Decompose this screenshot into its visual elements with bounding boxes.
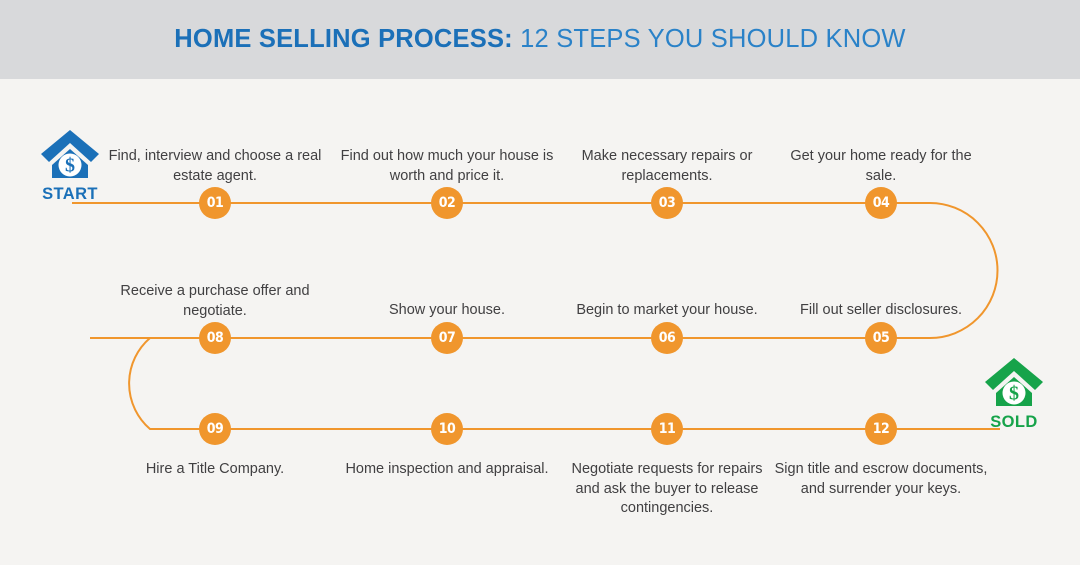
- step-caption-11: Negotiate requests for repairs and ask t…: [571, 461, 763, 516]
- house-dollar-icon: $: [41, 130, 99, 178]
- svg-text:$: $: [65, 155, 75, 177]
- step-caption-12: Sign title and escrow documents, and sur…: [774, 461, 988, 497]
- start-label: START: [42, 185, 98, 203]
- header-band: HOME SELLING PROCESS: 12 STEPS YOU SHOUL…: [0, 0, 1080, 79]
- step-caption-08: Receive a purchase offer and negotiate.: [120, 283, 310, 319]
- step-node-06[interactable]: 06: [651, 322, 683, 354]
- step-caption-04: Get your home ready for the sale.: [790, 148, 972, 184]
- step-node-01[interactable]: 01: [199, 187, 231, 219]
- step-node-05[interactable]: 05: [865, 322, 897, 354]
- step-caption-03: Make necessary repairs or replacements.: [581, 148, 753, 184]
- svg-text:$: $: [1009, 383, 1019, 405]
- step-node-03[interactable]: 03: [651, 187, 683, 219]
- sold-label: SOLD: [990, 413, 1038, 431]
- step-caption-10: Home inspection and appraisal.: [345, 461, 549, 477]
- page-title: HOME SELLING PROCESS: 12 STEPS YOU SHOUL…: [174, 25, 905, 54]
- step-node-09[interactable]: 09: [199, 413, 231, 445]
- step-node-11[interactable]: 11: [651, 413, 683, 445]
- title-light: 12 STEPS YOU SHOULD KNOW: [520, 25, 906, 53]
- step-caption-02: Find out how much your house is worth an…: [340, 148, 554, 184]
- step-node-02[interactable]: 02: [431, 187, 463, 219]
- sold-marker: $ SOLD: [971, 356, 1057, 432]
- step-caption-09: Hire a Title Company.: [145, 461, 285, 477]
- house-dollar-icon: $: [985, 358, 1043, 406]
- step-node-08[interactable]: 08: [199, 322, 231, 354]
- title-strong: HOME SELLING PROCESS:: [174, 25, 513, 53]
- step-caption-01: Find, interview and choose a real estate…: [108, 148, 322, 184]
- step-node-07[interactable]: 07: [431, 322, 463, 354]
- step-node-12[interactable]: 12: [865, 413, 897, 445]
- step-caption-05: Fill out seller disclosures.: [800, 302, 962, 318]
- start-marker: $ START: [27, 128, 113, 204]
- connector-row2-to-row3: [128, 337, 1000, 430]
- step-caption-07: Show your house.: [388, 302, 506, 318]
- step-caption-06: Begin to market your house.: [576, 302, 758, 318]
- step-node-10[interactable]: 10: [431, 413, 463, 445]
- step-node-04[interactable]: 04: [865, 187, 897, 219]
